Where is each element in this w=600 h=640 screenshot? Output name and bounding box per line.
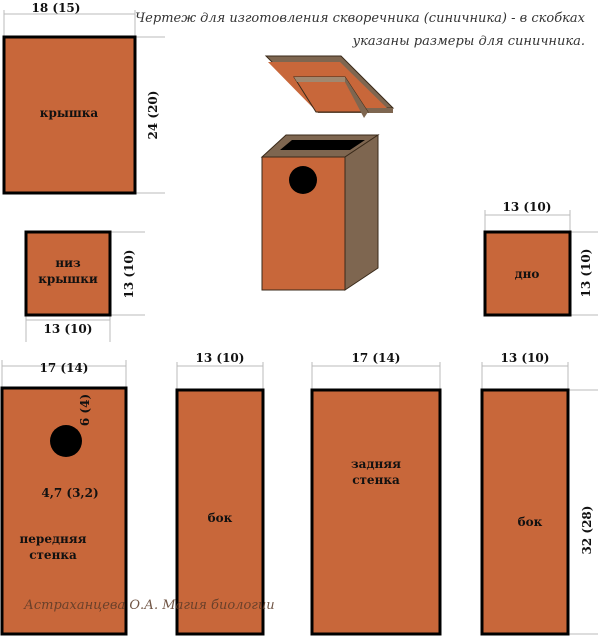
title-line-2: указаны размеры для синичника. [352, 34, 585, 49]
hole-diameter: 4,7 (3,2) [41, 486, 98, 500]
front-label-1: передняя [20, 532, 87, 546]
side-left-part: 13 (10) бок [175, 351, 265, 636]
side-right-width: 13 (10) [501, 351, 550, 365]
bottom-label: дно [515, 267, 540, 281]
bottom-part: дно 13 (10) 13 (10) [483, 200, 598, 317]
side-right-label: бок [518, 515, 543, 529]
bottom-width: 13 (10) [503, 200, 552, 214]
lid-bottom-label-1: низ [55, 256, 81, 270]
entrance-hole-icon [289, 166, 317, 194]
front-wall-part: 17 (14) 6 (4) 4,7 (3,2) передняя стенка [0, 360, 128, 636]
front-label-2: стенка [29, 548, 77, 562]
side-height: 32 (28) [580, 506, 594, 555]
lid-height: 24 (20) [146, 91, 160, 140]
lid-bottom-part: низ крышки 13 (10) 13 (10) [24, 230, 145, 342]
lid-width: 18 (15) [32, 1, 81, 15]
bottom-height: 13 (10) [579, 249, 593, 298]
hole-offset: 6 (4) [78, 394, 92, 426]
lid-bottom-height: 13 (10) [122, 250, 136, 299]
lid-part: крышка 18 (15) 24 (20) [2, 1, 165, 195]
lid-label: крышка [40, 106, 99, 120]
lid-bottom-label-2: крышки [38, 272, 98, 286]
front-width: 17 (14) [40, 361, 89, 375]
back-wall-part: 17 (14) задняя стенка [310, 351, 442, 636]
birdhouse-3d-illustration [260, 55, 395, 291]
back-label-2: стенка [352, 473, 400, 487]
author-watermark: Астраханцева О.А. Магия биологии [23, 598, 275, 613]
hole-icon [50, 425, 82, 457]
side-left-width: 13 (10) [196, 351, 245, 365]
side-left-label: бок [208, 511, 233, 525]
back-label-1: задняя [351, 457, 401, 471]
side-right-part: 13 (10) бок 32 (28) [480, 351, 598, 636]
back-width: 17 (14) [352, 351, 401, 365]
lid-bottom-width: 13 (10) [44, 322, 93, 336]
title-line-1: Чертеж для изготовления скворечника (син… [135, 11, 586, 26]
